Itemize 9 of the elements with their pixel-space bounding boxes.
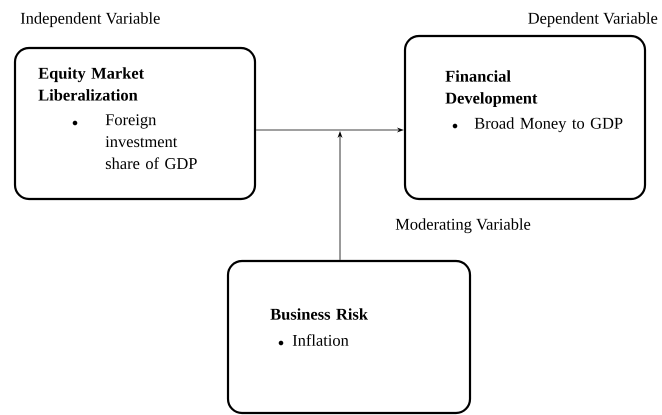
variable-label: Dependent Variable (528, 12, 658, 28)
box-heading: Equity Market Liberalization (38, 67, 144, 101)
variable-label: Moderating Variable (396, 218, 530, 234)
box-heading: Business Risk (270, 308, 368, 320)
bullet-item: Broad Money to GDP (452, 117, 622, 132)
variable-label: Independent Variable (20, 12, 160, 28)
box-heading: Financial Development (445, 70, 538, 108)
bullet-item: Foreign investment share of GDP (72, 114, 197, 170)
bullet-item: Inflation (278, 334, 349, 346)
